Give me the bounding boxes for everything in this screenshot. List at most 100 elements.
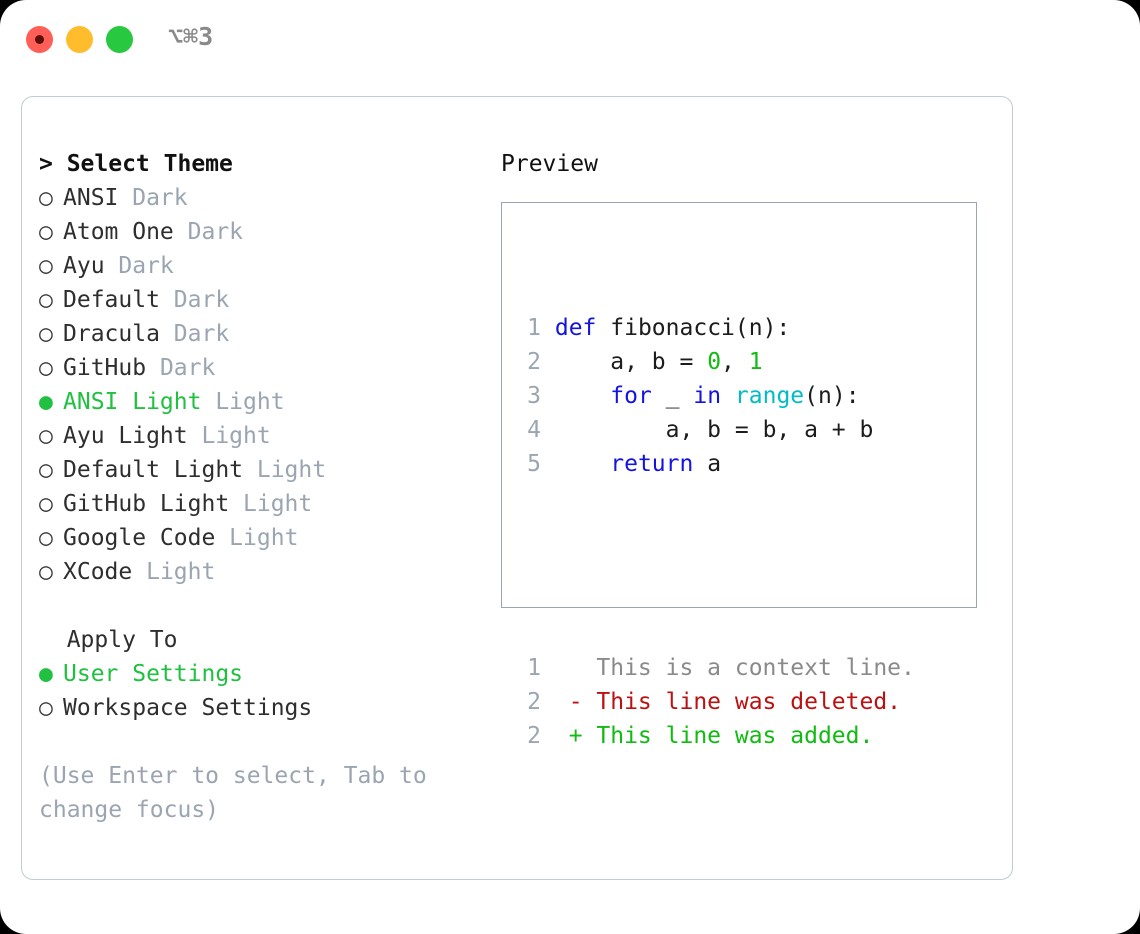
radio-unselected-icon[interactable]: ○ — [39, 525, 67, 551]
main-panel: > Select Theme ○ ANSI Dark○ Atom One Dar… — [21, 96, 1013, 880]
code-token: in — [693, 383, 722, 409]
diff-line: 1 This is a context line. — [515, 651, 915, 685]
line-number: 2 — [527, 723, 541, 749]
theme-name: Google Code — [63, 525, 216, 551]
theme-list-item[interactable]: ○ GitHub Light Light — [39, 487, 479, 521]
theme-list-item[interactable]: ○ XCode Light — [39, 555, 479, 589]
select-theme-header: > Select Theme — [39, 151, 233, 177]
minimize-button[interactable] — [66, 26, 93, 53]
radio-unselected-icon[interactable]: ○ — [39, 491, 67, 517]
line-number: 5 — [527, 451, 541, 477]
radio-unselected-icon[interactable]: ○ — [39, 287, 67, 313]
radio-unselected-icon[interactable]: ○ — [39, 559, 67, 585]
apply-to-item[interactable]: ● User Settings — [39, 657, 479, 691]
line-number: 1 — [527, 315, 541, 341]
theme-name: GitHub Light — [63, 491, 230, 517]
radio-selected-icon[interactable]: ● — [39, 661, 67, 687]
theme-kind-badge: Light — [201, 389, 285, 415]
radio-selected-icon[interactable]: ● — [39, 389, 67, 415]
diff-lines: 1 This is a context line.2 - This line w… — [515, 651, 915, 753]
code-token: 1 — [748, 349, 763, 375]
code-line: 5 return a — [515, 447, 915, 481]
radio-unselected-icon[interactable]: ○ — [39, 423, 67, 449]
code-token: range — [734, 383, 805, 409]
code-token: a — [693, 451, 722, 477]
code-token: , — [721, 349, 749, 375]
theme-list-item[interactable]: ○ Ayu Dark — [39, 249, 479, 283]
apply-to-list[interactable]: ● User Settings○ Workspace Settings — [39, 657, 479, 725]
theme-name: GitHub — [63, 355, 147, 381]
preview-spacer — [515, 549, 915, 583]
keyboard-hint: (Use Enter to select, Tab to change focu… — [39, 763, 427, 823]
theme-kind-badge: Light — [229, 491, 313, 517]
theme-name: Ayu — [63, 253, 105, 279]
apply-to-item[interactable]: ○ Workspace Settings — [39, 691, 479, 725]
theme-kind-badge: Light — [187, 423, 271, 449]
radio-unselected-icon[interactable]: ○ — [39, 321, 67, 347]
line-number: 2 — [527, 689, 541, 715]
theme-list-item[interactable]: ○ GitHub Dark — [39, 351, 479, 385]
line-number: 2 — [527, 349, 541, 375]
theme-kind-badge: Dark — [118, 185, 188, 211]
line-number: 3 — [527, 383, 541, 409]
theme-name: Ayu Light — [63, 423, 188, 449]
code-line: 4 a, b = b, a + b — [515, 413, 915, 447]
line-number: 4 — [527, 417, 541, 443]
code-line-text — [541, 451, 555, 477]
code-token: return — [610, 451, 694, 477]
code-line-text — [541, 315, 555, 341]
code-token: a, b = b, a + b — [554, 417, 874, 443]
diff-line-text: This is a context line. — [541, 655, 915, 681]
theme-kind-badge: Light — [243, 457, 327, 483]
radio-unselected-icon[interactable]: ○ — [39, 355, 67, 381]
title-bar: ⌥⌘3 — [0, 0, 1140, 78]
code-token: 0 — [707, 349, 722, 375]
radio-unselected-icon[interactable]: ○ — [39, 253, 67, 279]
theme-name: Default — [63, 287, 160, 313]
radio-unselected-icon[interactable]: ○ — [39, 695, 67, 721]
code-token — [555, 451, 610, 477]
theme-selector-column: > Select Theme ○ ANSI Dark○ Atom One Dar… — [39, 147, 479, 827]
preview-title: Preview — [501, 151, 598, 177]
radio-unselected-icon[interactable]: ○ — [39, 457, 67, 483]
theme-list-item[interactable]: ○ Google Code Light — [39, 521, 479, 555]
theme-name: Default Light — [63, 457, 244, 483]
theme-name: XCode — [63, 559, 133, 585]
maximize-button[interactable] — [106, 26, 133, 53]
code-token: (n): — [804, 383, 860, 409]
apply-to-label: Workspace Settings — [63, 695, 313, 721]
diff-line-text: + This line was added. — [541, 723, 874, 749]
apply-to-label: User Settings — [63, 661, 244, 687]
theme-kind-badge: Dark — [159, 287, 230, 313]
theme-list-item[interactable]: ● ANSI Light Light — [39, 385, 479, 419]
code-token: fibonacci — [610, 315, 735, 341]
theme-name: ANSI — [63, 185, 119, 211]
code-token: a, b = — [554, 349, 708, 375]
code-token — [721, 383, 735, 409]
theme-list-item[interactable]: ○ Dracula Dark — [39, 317, 479, 351]
code-token — [555, 383, 610, 409]
keyboard-shortcut-label: ⌥⌘3 — [168, 22, 214, 51]
theme-list-item[interactable]: ○ Default Dark — [39, 283, 479, 317]
theme-list-item[interactable]: ○ Atom One Dark — [39, 215, 479, 249]
theme-kind-badge: Dark — [159, 321, 230, 347]
code-line: 1 def fibonacci(n): — [515, 311, 915, 345]
theme-name: Dracula — [63, 321, 160, 347]
theme-list-item[interactable]: ○ Ayu Light Light — [39, 419, 479, 453]
theme-list[interactable]: ○ ANSI Dark○ Atom One Dark○ Ayu Dark○ De… — [39, 181, 479, 589]
radio-unselected-icon[interactable]: ○ — [39, 219, 67, 245]
theme-list-item[interactable]: ○ Default Light Light — [39, 453, 479, 487]
line-number: 1 — [527, 655, 541, 681]
code-line-text — [541, 349, 555, 375]
theme-list-item[interactable]: ○ ANSI Dark — [39, 181, 479, 215]
radio-unselected-icon[interactable]: ○ — [39, 185, 67, 211]
theme-kind-badge: Light — [132, 559, 216, 585]
code-token: (n): — [734, 315, 791, 341]
theme-kind-badge: Dark — [146, 355, 216, 381]
theme-kind-badge: Light — [215, 525, 299, 551]
code-token — [596, 315, 610, 341]
code-token: for — [610, 383, 652, 409]
